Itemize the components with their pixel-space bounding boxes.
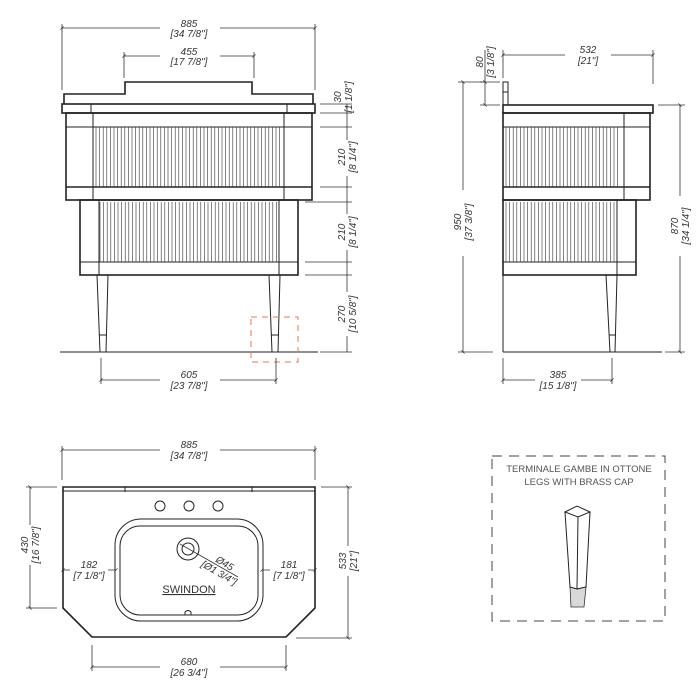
svg-text:30: 30 — [333, 91, 344, 103]
svg-text:[26 3/4"]: [26 3/4"] — [170, 668, 208, 679]
faucet-holes — [154, 500, 224, 512]
fluted-drawer-upper-side — [505, 127, 618, 187]
leg-left — [96, 274, 109, 353]
dim-left-margin: 182 [7 1/8"] — [61, 560, 118, 582]
svg-text:[1 1/8"]: [1 1/8"] — [344, 81, 355, 114]
svg-text:[21"]: [21"] — [349, 551, 360, 572]
svg-text:532: 532 — [580, 45, 597, 56]
overflow-icon — [184, 610, 192, 615]
dim-leg-spacing: 605 [23 7/8"] — [99, 358, 278, 392]
svg-text:950: 950 — [453, 213, 464, 230]
dim-top-overall-width: 885 [34 7/8"] — [60, 440, 317, 480]
leg-detail-panel: TERMINALE GAMBE IN OTTONE LEGS WITH BRAS… — [491, 455, 666, 622]
countertop-outline — [62, 486, 316, 638]
vanity-side — [502, 81, 662, 353]
svg-text:385: 385 — [550, 370, 567, 381]
brass-leg-icon — [563, 505, 592, 608]
dim-side-depth: 430 [16 7/8"] — [20, 485, 57, 610]
dim-right-stack: 30 [1 1/8"] 210 [8 1/4"] 210 [8 1/4"] 27… — [305, 81, 359, 353]
dim-backsplash-width: 455 [17 7/8"] — [122, 46, 256, 78]
side-view: 532 [21"] 80 [3 1/8"] 950 [37 3/8"] — [453, 45, 692, 392]
svg-text:[7 1/8"]: [7 1/8"] — [72, 571, 105, 582]
svg-text:210: 210 — [337, 223, 348, 241]
dim-overall-depth: 532 [21"] — [501, 45, 655, 84]
svg-text:[7 1/8"]: [7 1/8"] — [272, 571, 305, 582]
fluted-drawer-lower-side — [505, 202, 615, 262]
vanity-front — [60, 81, 318, 363]
leg-detail-title-it: TERMINALE GAMBE IN OTTONE — [506, 464, 652, 475]
leg-detail-title-en: LEGS WITH BRASS CAP — [524, 477, 633, 488]
svg-text:[8 1/4"]: [8 1/4"] — [348, 141, 359, 174]
dim-right-margin: 181 [7 1/8"] — [260, 560, 317, 582]
dim-lower-drawer: 210 [8 1/4"] — [337, 216, 359, 249]
svg-text:181: 181 — [281, 560, 298, 571]
svg-text:182: 182 — [81, 560, 98, 571]
model-name: SWINDON — [162, 584, 215, 596]
dim-top-thickness: 30 [1 1/8"] — [333, 81, 355, 114]
svg-text:[37 3/8"]: [37 3/8"] — [464, 203, 475, 241]
dim-top-overall-depth: 533 [21"] — [296, 485, 360, 640]
leg-detail-marker — [250, 316, 299, 363]
leg-right — [268, 274, 281, 353]
svg-text:[23 7/8"]: [23 7/8"] — [170, 381, 208, 392]
drain-icon — [176, 537, 200, 561]
svg-text:[15 1/8"]: [15 1/8"] — [539, 381, 577, 392]
svg-text:[16 7/8"]: [16 7/8"] — [31, 526, 42, 564]
svg-text:80: 80 — [475, 56, 486, 68]
faucet-hole — [212, 500, 224, 512]
svg-text:210: 210 — [337, 148, 348, 166]
svg-text:[8 1/4"]: [8 1/4"] — [348, 216, 359, 249]
dim-value: 885 — [181, 19, 198, 30]
svg-text:[3 1/8"]: [3 1/8"] — [486, 46, 497, 79]
svg-text:[34 1/4"]: [34 1/4"] — [681, 207, 692, 245]
leg-side — [605, 274, 618, 353]
svg-text:270: 270 — [337, 305, 348, 323]
svg-text:[10 5/8"]: [10 5/8"] — [348, 295, 359, 333]
front-view: 885 [34 7/8"] 455 [17 7/8"] — [60, 18, 359, 392]
dim-front-width: 680 [26 3/4"] — [90, 645, 288, 679]
dim-value: 455 — [181, 47, 198, 58]
basin: Ø45 [Ø1 3/4"] SWINDON — [114, 518, 264, 622]
faucet-hole — [154, 500, 166, 512]
svg-text:680: 680 — [181, 657, 198, 668]
dim-value-inch: [34 7/8"] — [170, 29, 208, 40]
dim-total-height: 950 [37 3/8"] — [453, 80, 493, 354]
dim-leg-depth: 385 [15 1/8"] — [501, 358, 614, 392]
svg-text:[34 7/8"]: [34 7/8"] — [170, 451, 208, 462]
svg-text:870: 870 — [670, 217, 681, 234]
dim-leg-height: 270 [10 5/8"] — [337, 295, 359, 333]
svg-text:430: 430 — [20, 536, 31, 553]
faucet-hole — [183, 500, 195, 512]
fluted-drawer-lower — [99, 202, 277, 262]
svg-text:605: 605 — [181, 370, 198, 381]
svg-text:[21"]: [21"] — [577, 56, 598, 67]
dim-counter-height: 870 [34 1/4"] — [658, 103, 692, 354]
dim-backsplash-height: 80 [3 1/8"] — [475, 46, 500, 107]
fluted-drawer-upper — [95, 127, 280, 187]
dim-value-inch: [17 7/8"] — [170, 57, 208, 68]
svg-text:885: 885 — [181, 440, 198, 451]
top-view: 885 [34 7/8"] Ø45 [Ø1 3/4"] SWINDON — [20, 440, 360, 679]
svg-text:533: 533 — [338, 552, 349, 569]
dim-upper-drawer: 210 [8 1/4"] — [337, 141, 359, 174]
dim-drain: Ø45 [Ø1 3/4"] — [198, 554, 238, 588]
dim-overall-width: 885 [34 7/8"] — [60, 18, 317, 90]
